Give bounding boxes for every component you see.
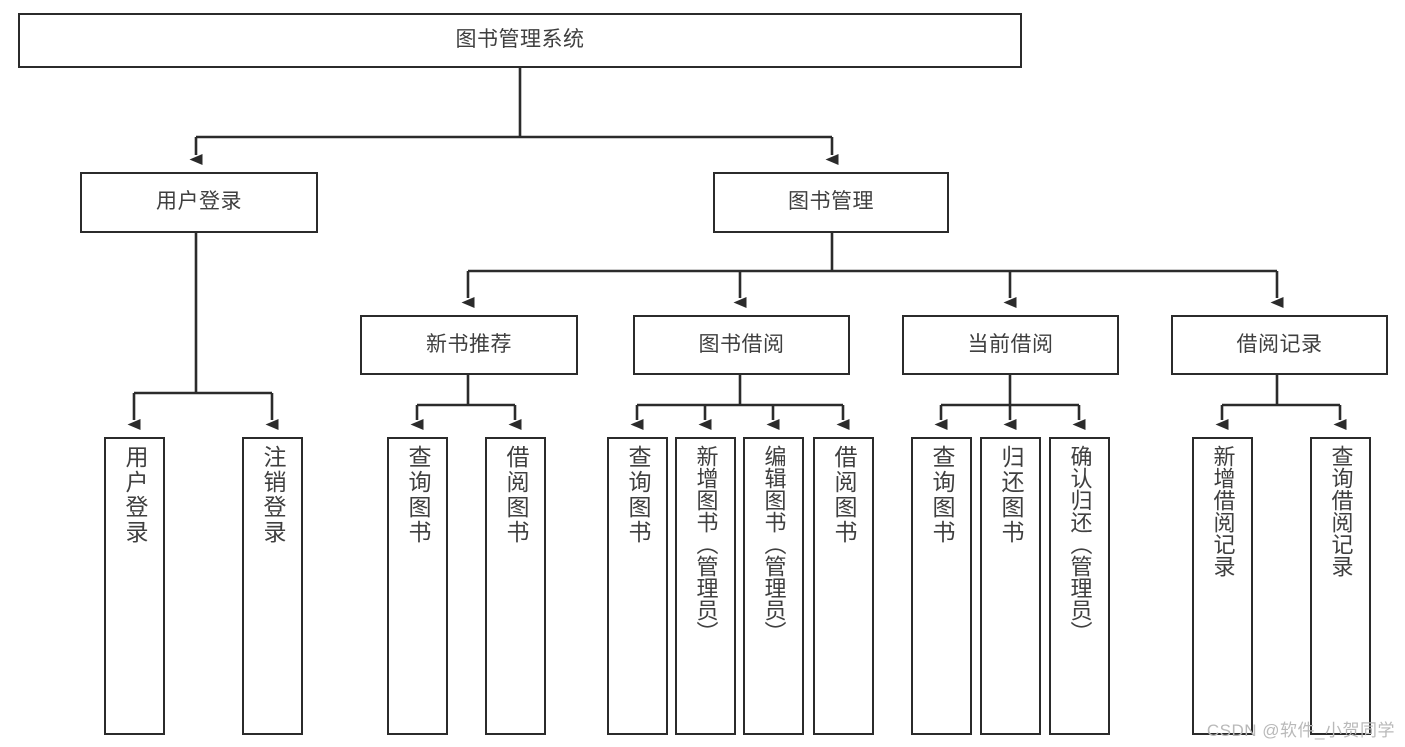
node-leaf-borrow-book-recommend[interactable]: 借阅图书 (485, 437, 546, 735)
node-label: 图书管理系统 (455, 28, 585, 52)
node-label: 查询图书 (405, 445, 431, 545)
node-label: 借阅记录 (1236, 332, 1323, 356)
node-label: 查询图书 (929, 445, 955, 545)
node-label: 借阅图书 (831, 445, 857, 545)
node-borrow-record[interactable]: 借阅记录 (1171, 315, 1388, 375)
node-leaf-return-book[interactable]: 归还图书 (980, 437, 1041, 735)
node-label: 查询借阅记录 (1328, 445, 1354, 577)
node-root-system[interactable]: 图书管理系统 (18, 13, 1022, 68)
node-leaf-add-borrow-record[interactable]: 新增借阅记录 (1192, 437, 1253, 735)
node-leaf-query-book-borrow[interactable]: 查询图书 (607, 437, 668, 735)
node-book-borrow[interactable]: 图书借阅 (633, 315, 850, 375)
node-label: 新增借阅记录 (1210, 445, 1236, 577)
node-label: 注销登录 (260, 445, 286, 545)
node-book-management[interactable]: 图书管理 (713, 172, 949, 233)
node-leaf-logout[interactable]: 注销登录 (242, 437, 303, 735)
node-leaf-confirm-return-admin[interactable]: 确认归还（管理员） (1049, 437, 1110, 735)
node-leaf-query-book-current[interactable]: 查询图书 (911, 437, 972, 735)
node-label: 编辑图书（管理员） (761, 445, 787, 643)
node-current-borrow[interactable]: 当前借阅 (902, 315, 1119, 375)
node-leaf-add-book-admin[interactable]: 新增图书（管理员） (675, 437, 736, 735)
node-leaf-edit-book-admin[interactable]: 编辑图书（管理员） (743, 437, 804, 735)
node-label: 用户登录 (156, 190, 242, 214)
node-label: 归还图书 (998, 445, 1024, 545)
node-leaf-user-login[interactable]: 用户登录 (104, 437, 165, 735)
node-label: 新书推荐 (426, 332, 512, 356)
node-label: 查询图书 (625, 445, 651, 545)
node-label: 用户登录 (122, 445, 148, 545)
node-label: 借阅图书 (503, 445, 529, 545)
node-label: 图书管理 (788, 190, 874, 214)
node-leaf-borrow-book[interactable]: 借阅图书 (813, 437, 874, 735)
node-label: 新增图书（管理员） (693, 445, 719, 643)
node-label: 确认归还（管理员） (1067, 445, 1093, 643)
node-new-book-recommend[interactable]: 新书推荐 (360, 315, 578, 375)
node-user-login[interactable]: 用户登录 (80, 172, 318, 233)
node-leaf-query-book-recommend[interactable]: 查询图书 (387, 437, 448, 735)
node-label: 当前借阅 (967, 332, 1054, 356)
node-leaf-query-borrow-record[interactable]: 查询借阅记录 (1310, 437, 1371, 735)
node-label: 图书借阅 (698, 332, 785, 356)
